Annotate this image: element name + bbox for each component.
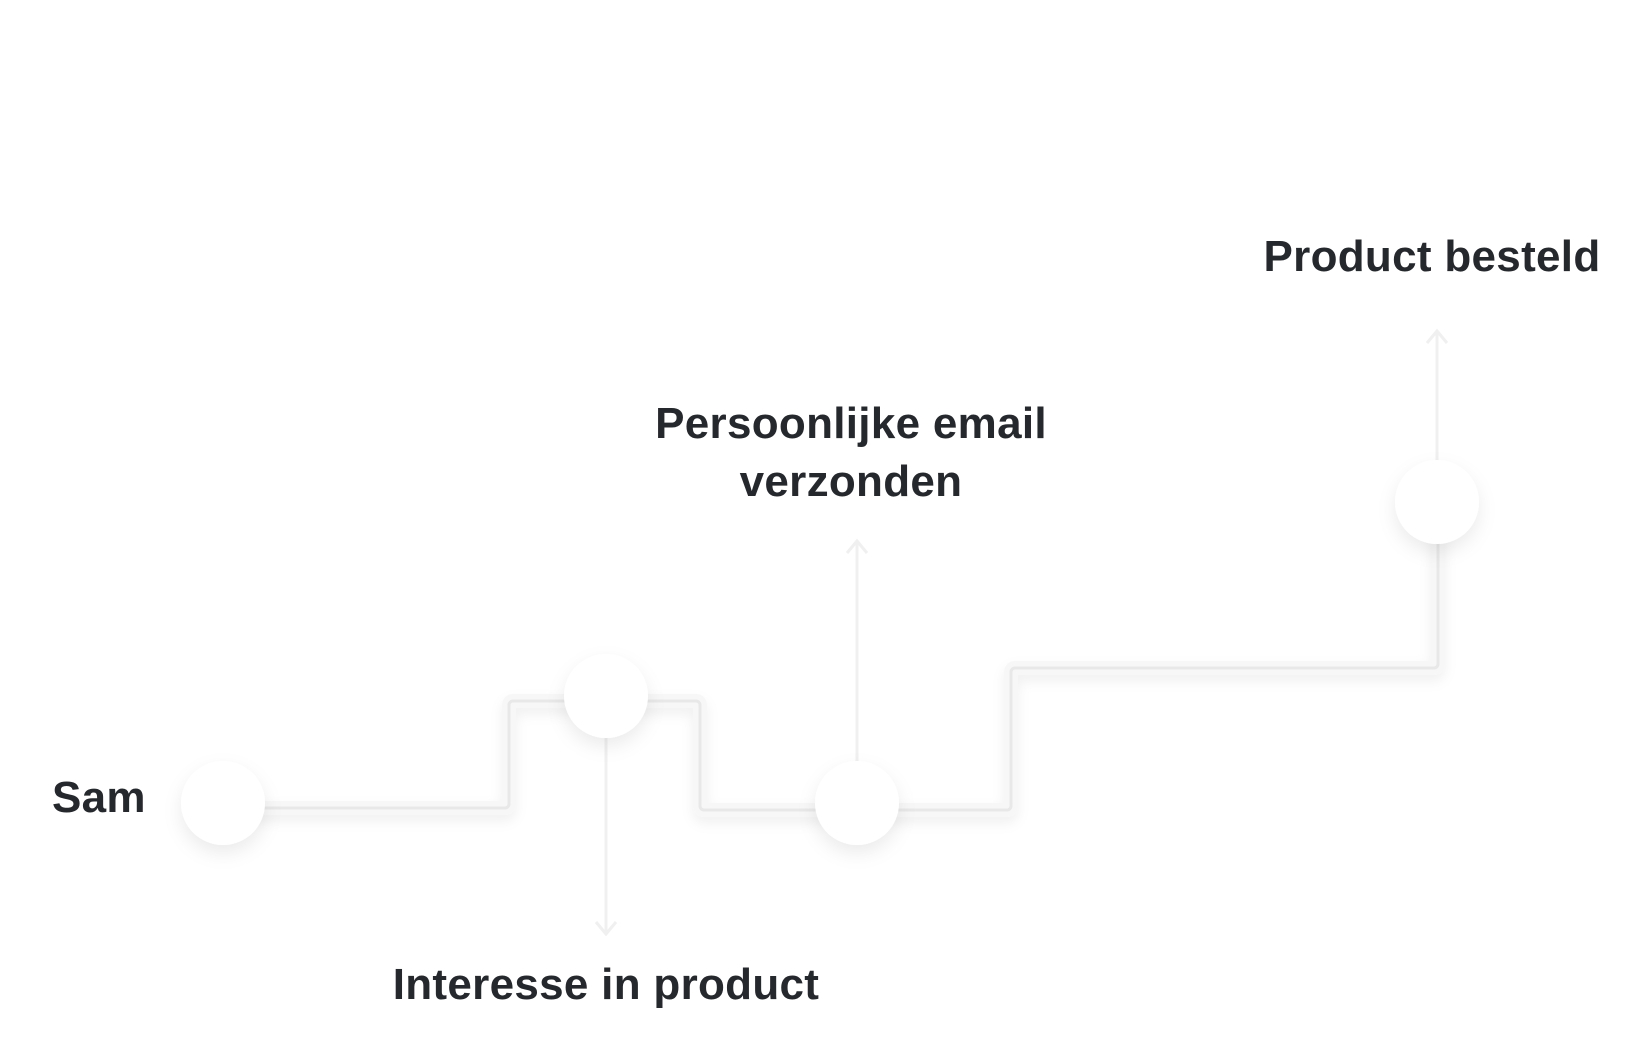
connector-arrow-up: [845, 538, 869, 780]
step-label-email: Persoonlijke email verzonden: [655, 395, 1047, 511]
journey-path: [223, 502, 1445, 817]
step-label-email-line2: verzonden: [739, 457, 963, 506]
journey-node-ordered: [1395, 460, 1479, 544]
connector-arrow-up: [1425, 328, 1449, 480]
journey-node-email: [815, 761, 899, 845]
connector-arrow-down: [594, 720, 618, 937]
journey-node-start: [181, 761, 265, 845]
journey-node-interest: [564, 654, 648, 738]
step-label-ordered: Product besteld: [1263, 232, 1601, 281]
start-label: Sam: [52, 773, 146, 822]
step-label-interest: Interesse in product: [392, 960, 820, 1009]
step-label-email-line1: Persoonlijke email: [655, 399, 1047, 448]
